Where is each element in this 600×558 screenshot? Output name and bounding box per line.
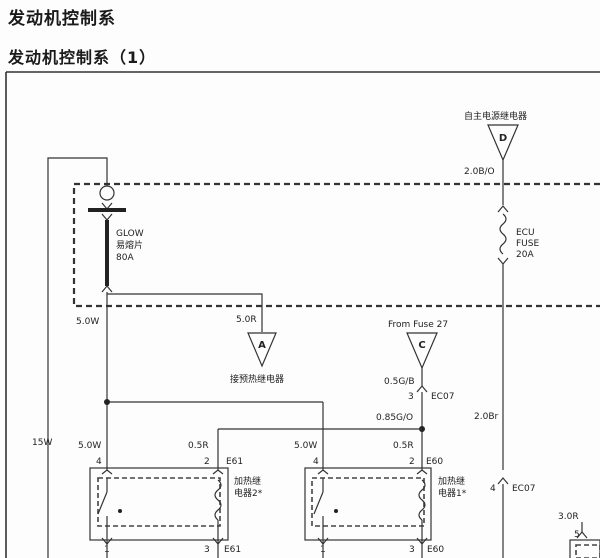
relay1-name-line-1: 加热继	[438, 475, 465, 487]
wire-5w-main	[104, 294, 324, 470]
relay1-pin-2: 2	[409, 457, 415, 467]
wire-c	[217, 368, 428, 470]
glow-label-line-3: 80A	[116, 253, 134, 263]
glow-label-line-2: 易熔片	[116, 239, 143, 251]
from-fuse-label: From Fuse 27	[388, 320, 448, 330]
connector-a-label: 接预热继电器	[230, 373, 284, 385]
right-partial-component	[569, 522, 600, 558]
relay1-connector-e60: E60	[426, 457, 443, 467]
relay2-name-line-1: 加热继	[234, 475, 261, 487]
connector-a-letter: A	[258, 340, 266, 351]
glow-label-line-1: GLOW	[116, 229, 144, 239]
glow-relay-2: 5.0W 0.5R 4 2 E61 1 3 E61	[78, 441, 243, 558]
label-15w: 15W	[32, 438, 52, 448]
relay2-pin-3: 3	[204, 545, 210, 555]
ec07-pin-3: 3	[408, 392, 414, 402]
section-subtitle: 发动机控制系（1）	[8, 48, 157, 67]
wire-to-connector-a	[106, 292, 263, 332]
glow-fusible-link	[88, 185, 126, 293]
ec07-connector-top: EC07	[431, 392, 454, 402]
wire-label-5r: 5.0R	[236, 315, 257, 325]
wire-label-5w-top: 5.0W	[76, 317, 99, 327]
relay2-connector-e61-bottom: E61	[224, 545, 241, 555]
glow-relay-1: 5.0W 0.5R 4 2 E60 1 3 E60	[294, 441, 444, 558]
connector-c-triangle	[406, 332, 438, 370]
ec07-pin-4: 4	[490, 484, 496, 494]
connector-a-triangle	[247, 332, 277, 368]
wire-label-2-0b-o: 2.0B/O	[464, 167, 495, 177]
relay1-wire-5w: 5.0W	[294, 441, 317, 451]
ec07-connector-bottom: EC07	[512, 484, 535, 494]
page-title: 发动机控制系	[8, 9, 116, 29]
connector-c-letter: C	[418, 340, 425, 351]
relay1-connector-e60-bottom: E60	[427, 545, 444, 555]
relay1-name-line-2: 电器1*	[438, 487, 467, 499]
ec07-pin4-arrow	[497, 477, 509, 558]
wire-label-0-85g-o: 0.85G/O	[376, 413, 413, 423]
relay2-pin-4: 4	[96, 457, 102, 467]
ecu-fuse-line-2: FUSE	[516, 239, 539, 249]
connector-d-label: 自主电源继电器	[464, 110, 527, 122]
connector-d-triangle	[487, 124, 519, 162]
relay1-pin-4: 4	[313, 457, 319, 467]
relay2-wire-5w: 5.0W	[78, 441, 101, 451]
frame-border	[5, 71, 600, 558]
ecu-fuse-line-1: ECU	[516, 228, 535, 238]
wire-label-2-0br: 2.0Br	[474, 412, 498, 422]
relay2-pin-2: 2	[204, 457, 210, 467]
relay2-name-line-2: 电器2*	[234, 487, 263, 499]
relay2-wire-0-5r: 0.5R	[188, 441, 209, 451]
wire-label-0-5g-b: 0.5G/B	[384, 377, 415, 387]
wire-15w	[47, 157, 108, 558]
right-pin-5: 5	[574, 530, 580, 540]
relay1-wire-0-5r: 0.5R	[393, 441, 414, 451]
junction-box-outline	[72, 182, 600, 308]
ecu-fuse	[497, 205, 509, 470]
ecu-fuse-line-3: 20A	[516, 250, 534, 260]
relay1-pin-3: 3	[409, 545, 415, 555]
connector-d-letter: D	[499, 133, 507, 144]
wire-label-3-0r: 3.0R	[558, 512, 579, 522]
relay2-connector-e61: E61	[226, 457, 243, 467]
